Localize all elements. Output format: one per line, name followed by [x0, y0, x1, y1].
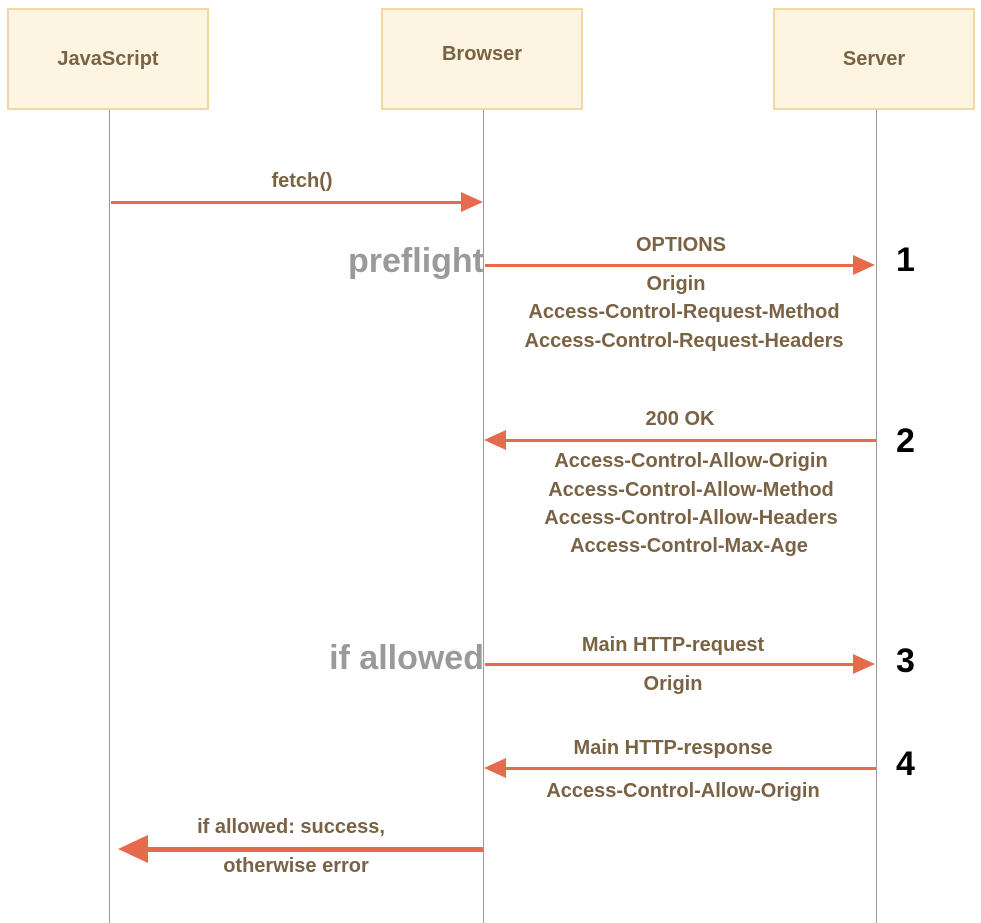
result-arrow-head [118, 835, 148, 863]
step-number-3: 3 [896, 642, 915, 680]
main-response-label: Main HTTP-response [573, 737, 773, 759]
main-response-arrow [505, 767, 876, 770]
preflight-response-arrow-head [484, 430, 506, 450]
main-request-arrow-head [853, 654, 875, 674]
step-number-4: 4 [896, 745, 915, 783]
participant-browser: Browser [381, 8, 583, 110]
participant-javascript-label: JavaScript [57, 47, 159, 70]
preflight-label: preflight [348, 242, 484, 280]
result-success-label: if allowed: success, [197, 816, 385, 838]
allow-origin-header: Access-Control-Allow-Origin [554, 450, 828, 472]
participant-browser-label: Browser [441, 42, 523, 65]
options-header-request-headers: Access-Control-Request-Headers [524, 330, 844, 352]
participant-server-label: Server [842, 47, 906, 70]
lifeline-server [876, 110, 877, 923]
allow-method-header: Access-Control-Allow-Method [548, 479, 834, 501]
lifeline-browser [483, 110, 484, 923]
step-number-1: 1 [896, 241, 915, 279]
fetch-label: fetch() [271, 170, 333, 192]
main-request-arrow [485, 663, 855, 666]
fetch-arrow [111, 201, 463, 204]
fetch-arrow-head [461, 192, 483, 212]
options-arrow [485, 264, 855, 267]
options-header-origin: Origin [646, 273, 706, 295]
allow-headers-header: Access-Control-Allow-Headers [544, 507, 838, 529]
result-error-label: otherwise error [223, 855, 369, 877]
lifeline-javascript [109, 110, 110, 923]
preflight-response-arrow [505, 439, 876, 442]
main-request-label: Main HTTP-request [581, 634, 765, 656]
options-method-label: OPTIONS [635, 234, 727, 256]
preflight-response-status: 200 OK [645, 408, 715, 430]
participant-javascript: JavaScript [7, 8, 209, 110]
main-request-header-origin: Origin [643, 673, 703, 695]
max-age-header: Access-Control-Max-Age [570, 535, 808, 557]
if-allowed-label: if allowed [329, 639, 484, 677]
main-response-arrow-head [484, 758, 506, 778]
result-arrow [146, 847, 483, 852]
participant-server: Server [773, 8, 975, 110]
main-response-header-allow-origin: Access-Control-Allow-Origin [546, 780, 820, 802]
options-arrow-head [853, 255, 875, 275]
step-number-2: 2 [896, 422, 915, 460]
options-header-request-method: Access-Control-Request-Method [528, 301, 840, 323]
